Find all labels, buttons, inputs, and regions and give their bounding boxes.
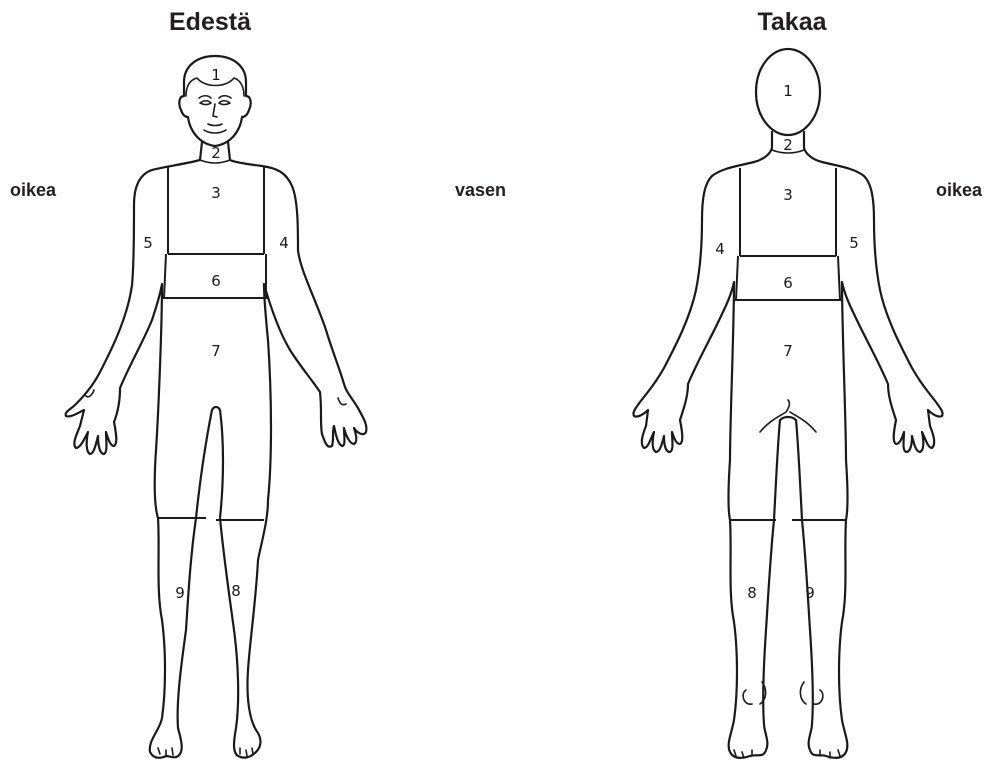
front-body-figure: 1 2 3 4 5 6 7 8 9: [66, 56, 367, 758]
front-abdomen-left-edge: [164, 254, 166, 298]
back-body-figure: 1 2 3 4 5 6 7 8 9: [633, 49, 942, 758]
front-region-9-right-lower-leg: 9: [175, 584, 185, 602]
back-lower-right-edge: [838, 256, 840, 300]
back-body-outline: [633, 132, 942, 758]
front-region-5-right-arm: 5: [143, 234, 153, 252]
front-left-hand-detail: [338, 398, 346, 405]
front-region-1-head: 1: [211, 66, 221, 84]
back-region-1-head: 1: [783, 82, 793, 100]
front-region-2-neck: 2: [211, 144, 221, 162]
front-region-3-chest: 3: [211, 184, 221, 202]
front-region-4-left-arm: 4: [279, 234, 289, 252]
back-region-7-buttocks-thigh: 7: [783, 342, 793, 360]
front-face: [199, 96, 231, 133]
back-region-9-right-lower-leg: 9: [805, 584, 815, 602]
front-right-toes: [158, 748, 173, 756]
back-region-3-upper-back: 3: [783, 186, 793, 204]
back-region-6-lower-back: 6: [783, 274, 793, 292]
back-region-5-right-arm: 5: [849, 234, 859, 252]
front-body-outline: [66, 142, 367, 758]
back-region-2-neck: 2: [783, 136, 793, 154]
front-region-7-pelvis-thigh: 7: [211, 342, 221, 360]
front-region-8-left-lower-leg: 8: [231, 582, 241, 600]
back-region-8-left-lower-leg: 8: [747, 584, 757, 602]
back-region-4-left-arm: 4: [715, 240, 725, 258]
back-lower-left-edge: [736, 256, 738, 300]
front-region-6-abdomen: 6: [211, 272, 221, 290]
